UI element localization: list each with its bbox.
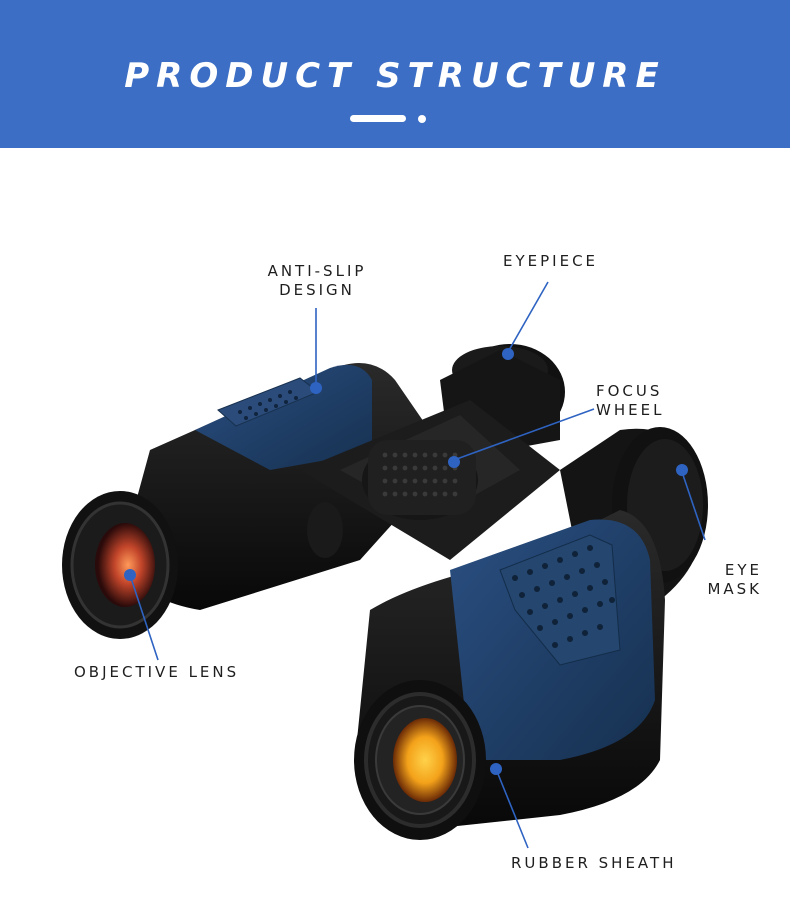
focus-line1: FOCUS [596,382,663,400]
callout-dots [124,348,688,775]
focus-wheel-label: FOCUS WHEEL [596,382,676,420]
right-barrel [354,510,665,840]
callout-lines [129,281,706,849]
anti-slip-design-label: ANTI-SLIP DESIGN [258,262,376,300]
left-objective-lens [95,523,155,607]
objective-lens-label: OBJECTIVE LENS [74,663,240,681]
rubber-sheath-label: RUBBER SHEATH [511,854,677,872]
page-title: PRODUCT STRUCTURE [124,56,666,96]
left-barrel [62,362,450,639]
eye-line1: EYE [724,561,762,579]
focus-line2: WHEEL [596,401,665,419]
binoculars-illustration [62,281,708,849]
right-objective-lens [393,718,457,802]
title-underline-dash [350,115,406,122]
eye-line2: MASK [707,580,762,598]
eyepiece-label: EYEPIECE [503,252,599,270]
anti-slip-line2: DESIGN [279,281,355,299]
title-underline-dot [418,115,426,123]
header-banner: PRODUCT STRUCTURE [0,0,790,148]
anti-slip-line1: ANTI-SLIP [267,262,367,280]
eye-mask-label: EYE MASK [692,561,762,599]
